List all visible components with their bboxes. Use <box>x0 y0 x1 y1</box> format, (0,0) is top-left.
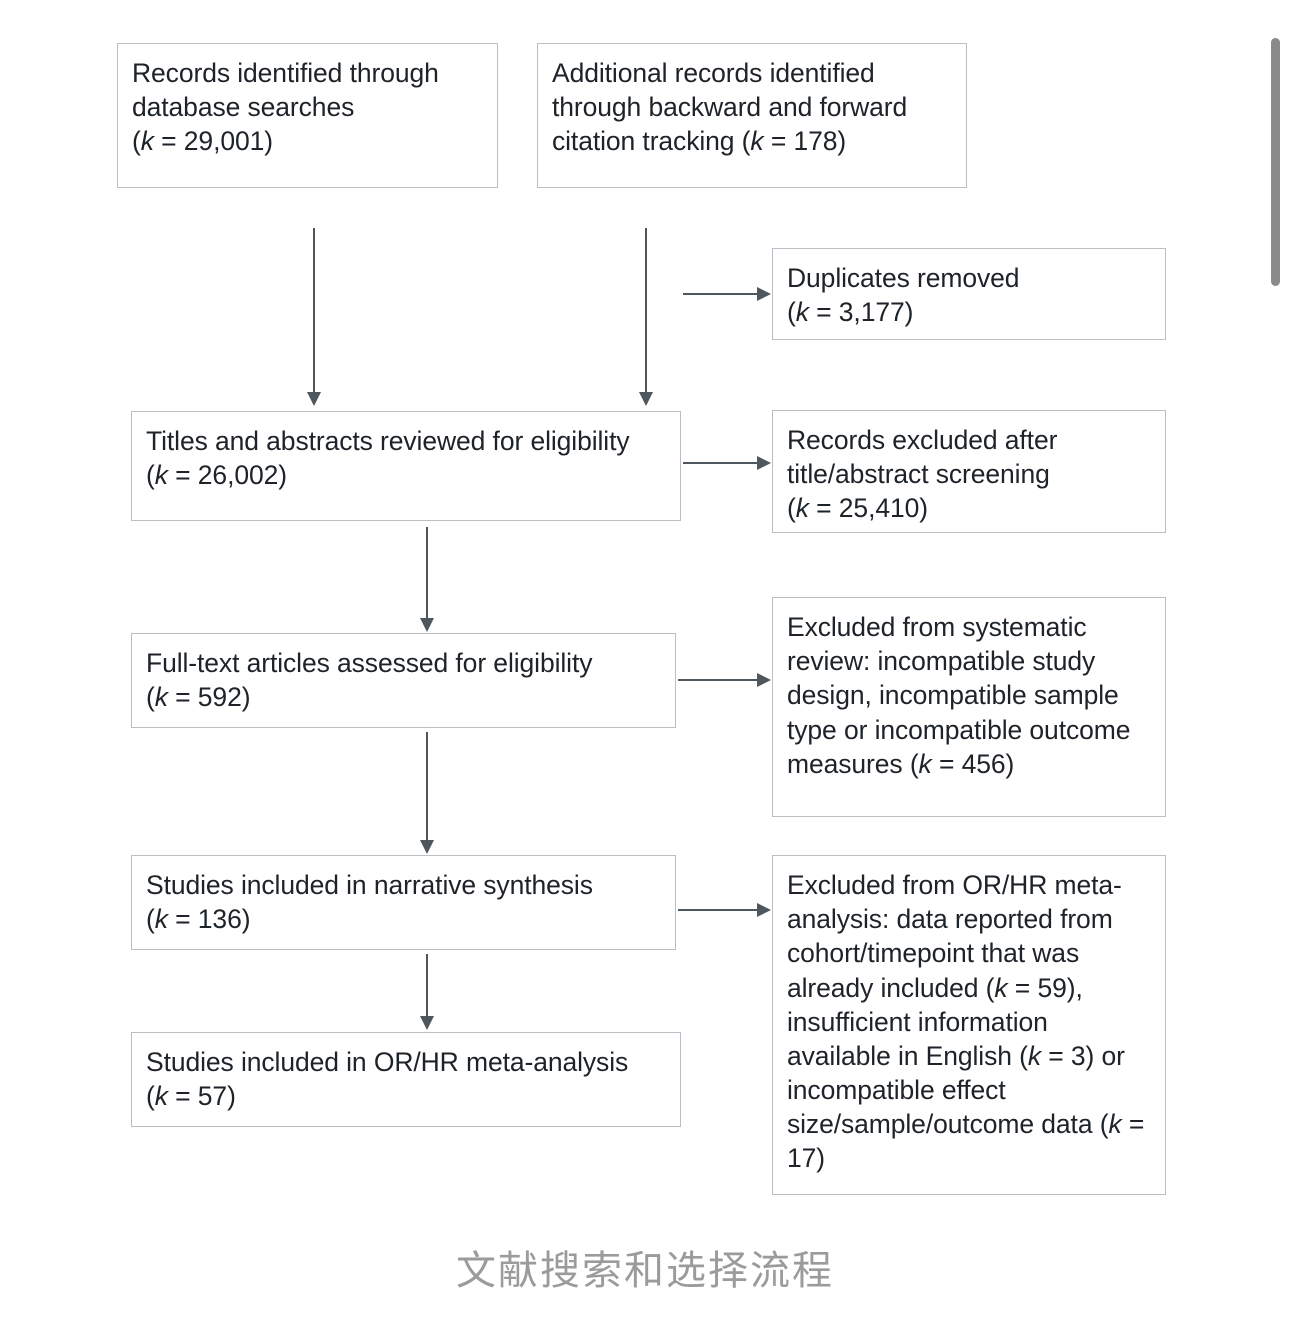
connector-line <box>683 462 758 464</box>
arrowhead-right-icon <box>757 903 771 917</box>
connector-line <box>678 679 758 681</box>
arrowhead-right-icon <box>757 673 771 687</box>
arrowhead-down-icon <box>639 392 653 406</box>
connector-line <box>645 228 647 393</box>
vertical-scrollbar-thumb[interactable] <box>1271 38 1280 286</box>
connector-line <box>426 732 428 841</box>
connector-titles-to-excluded-screening <box>683 455 771 471</box>
box-fulltext-assessed: Full-text articles assessed for eligibil… <box>131 633 676 728</box>
box-excluded-meta-analysis: Excluded from OR/HR meta-analysis: data … <box>772 855 1166 1195</box>
box-included-meta-analysis: Studies included in OR/HR meta-analysis(… <box>131 1032 681 1127</box>
connector-line <box>678 909 758 911</box>
connector-titles-to-fulltext <box>419 527 435 632</box>
connector-line <box>313 228 315 393</box>
connector-line <box>683 293 758 295</box>
arrowhead-down-icon <box>420 840 434 854</box>
box-excluded-systematic-review: Excluded from systematic review: incompa… <box>772 597 1166 817</box>
connector-line <box>426 954 428 1017</box>
arrowhead-down-icon <box>307 392 321 406</box>
box-records-identified-citation: Additional records identified through ba… <box>537 43 967 188</box>
arrowhead-right-icon <box>757 287 771 301</box>
connector-narrative-to-meta-analysis <box>419 954 435 1030</box>
box-included-narrative-synthesis: Studies included in narrative synthesis(… <box>131 855 676 950</box>
box-duplicates-removed: Duplicates removed(k = 3,177) <box>772 248 1166 340</box>
connector-citation-to-titles <box>638 228 654 406</box>
connector-line <box>426 527 428 619</box>
arrowhead-right-icon <box>757 456 771 470</box>
connector-screening-to-duplicates <box>683 286 771 302</box>
connector-narrative-to-excluded-meta <box>678 902 771 918</box>
box-records-identified-database: Records identified through database sear… <box>117 43 498 188</box>
connector-database-to-titles <box>306 228 322 406</box>
connector-fulltext-to-excluded-review <box>678 672 771 688</box>
box-titles-abstracts-reviewed: Titles and abstracts reviewed for eligib… <box>131 411 681 521</box>
arrowhead-down-icon <box>420 618 434 632</box>
box-records-excluded-screening: Records excluded after title/abstract sc… <box>772 410 1166 533</box>
arrowhead-down-icon <box>420 1016 434 1030</box>
connector-fulltext-to-narrative <box>419 732 435 854</box>
diagram-caption: 文献搜索和选择流程 <box>456 1248 834 1294</box>
